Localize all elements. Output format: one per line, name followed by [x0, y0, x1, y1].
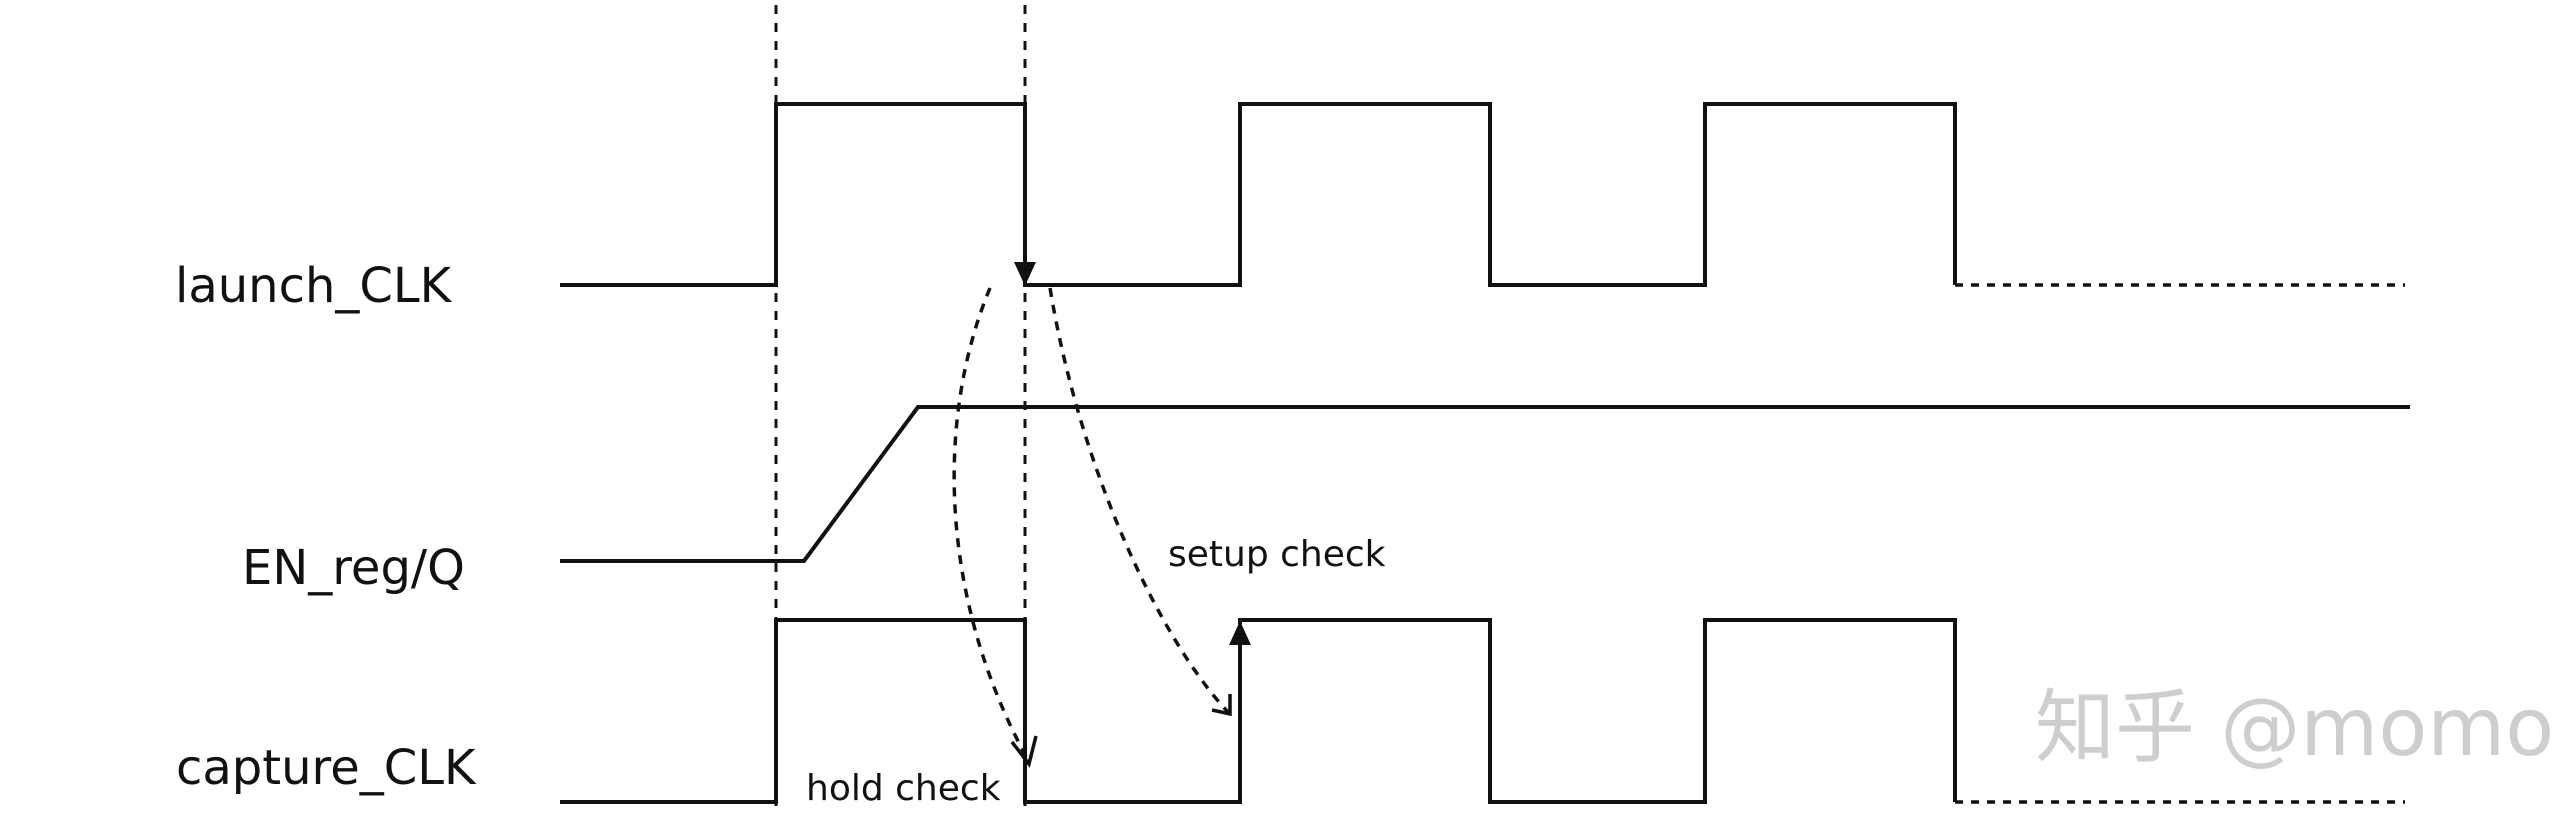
capture-clk-waveform: [560, 618, 1957, 804]
setup-check-arrow: [1048, 287, 1230, 714]
en-reg-q-waveform: [560, 405, 2410, 563]
en-reg-q-label: EN_reg/Q: [242, 540, 465, 596]
setup-check-label: setup check: [1168, 534, 1386, 575]
setup-check-arrowhead: [1211, 694, 1232, 717]
hold-check-arrow: [952, 287, 1030, 761]
launch-clk-label: launch_CLK: [175, 258, 453, 314]
launch-clk-waveform: [560, 102, 1957, 287]
capture-clk-label: capture_CLK: [176, 740, 477, 796]
watermark-text: 知乎 @momo: [2035, 681, 2554, 774]
hold-check-label: hold check: [806, 768, 1001, 809]
launch-edge-arrowhead: [1014, 262, 1036, 286]
hold-check-arrowhead: [1010, 735, 1038, 768]
capture-edge-arrowhead: [1229, 621, 1251, 645]
